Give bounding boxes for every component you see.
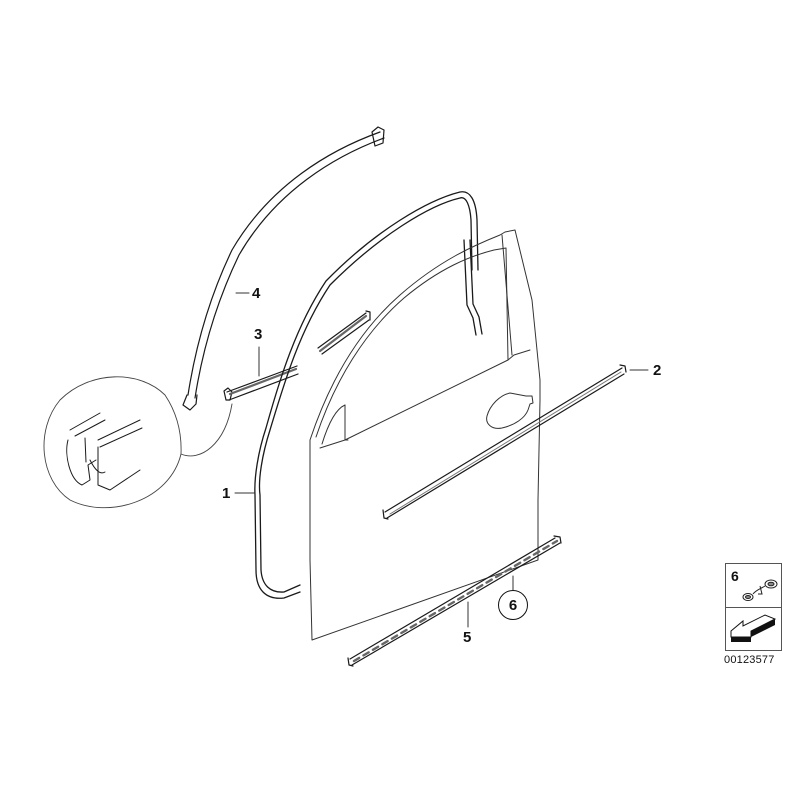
door-panel [309,229,541,641]
legend-part-number: 6 [731,568,739,584]
legend-part-panel: 6 [726,564,781,608]
diagram-code: 00123577 [724,654,775,666]
detail-view [43,376,233,509]
callout-6-label: 6 [508,596,518,614]
callout-4[interactable]: 4 [252,285,261,302]
legend-box: 6 [725,563,782,651]
inner-window-seal [223,310,371,401]
belt-moulding [382,364,627,520]
clip-icon [742,579,778,601]
callout-3[interactable]: 3 [254,326,263,343]
direction-arrow-icon [730,614,777,642]
door-seal [254,191,483,599]
lower-seal-strip [347,535,562,667]
callout-6[interactable]: 6 [498,590,528,620]
a-pillar-seal [182,126,385,411]
callout-5[interactable]: 5 [463,629,472,646]
callout-1[interactable]: 1 [222,485,231,502]
callout-2[interactable]: 2 [653,362,662,379]
leader-lines [234,292,649,628]
